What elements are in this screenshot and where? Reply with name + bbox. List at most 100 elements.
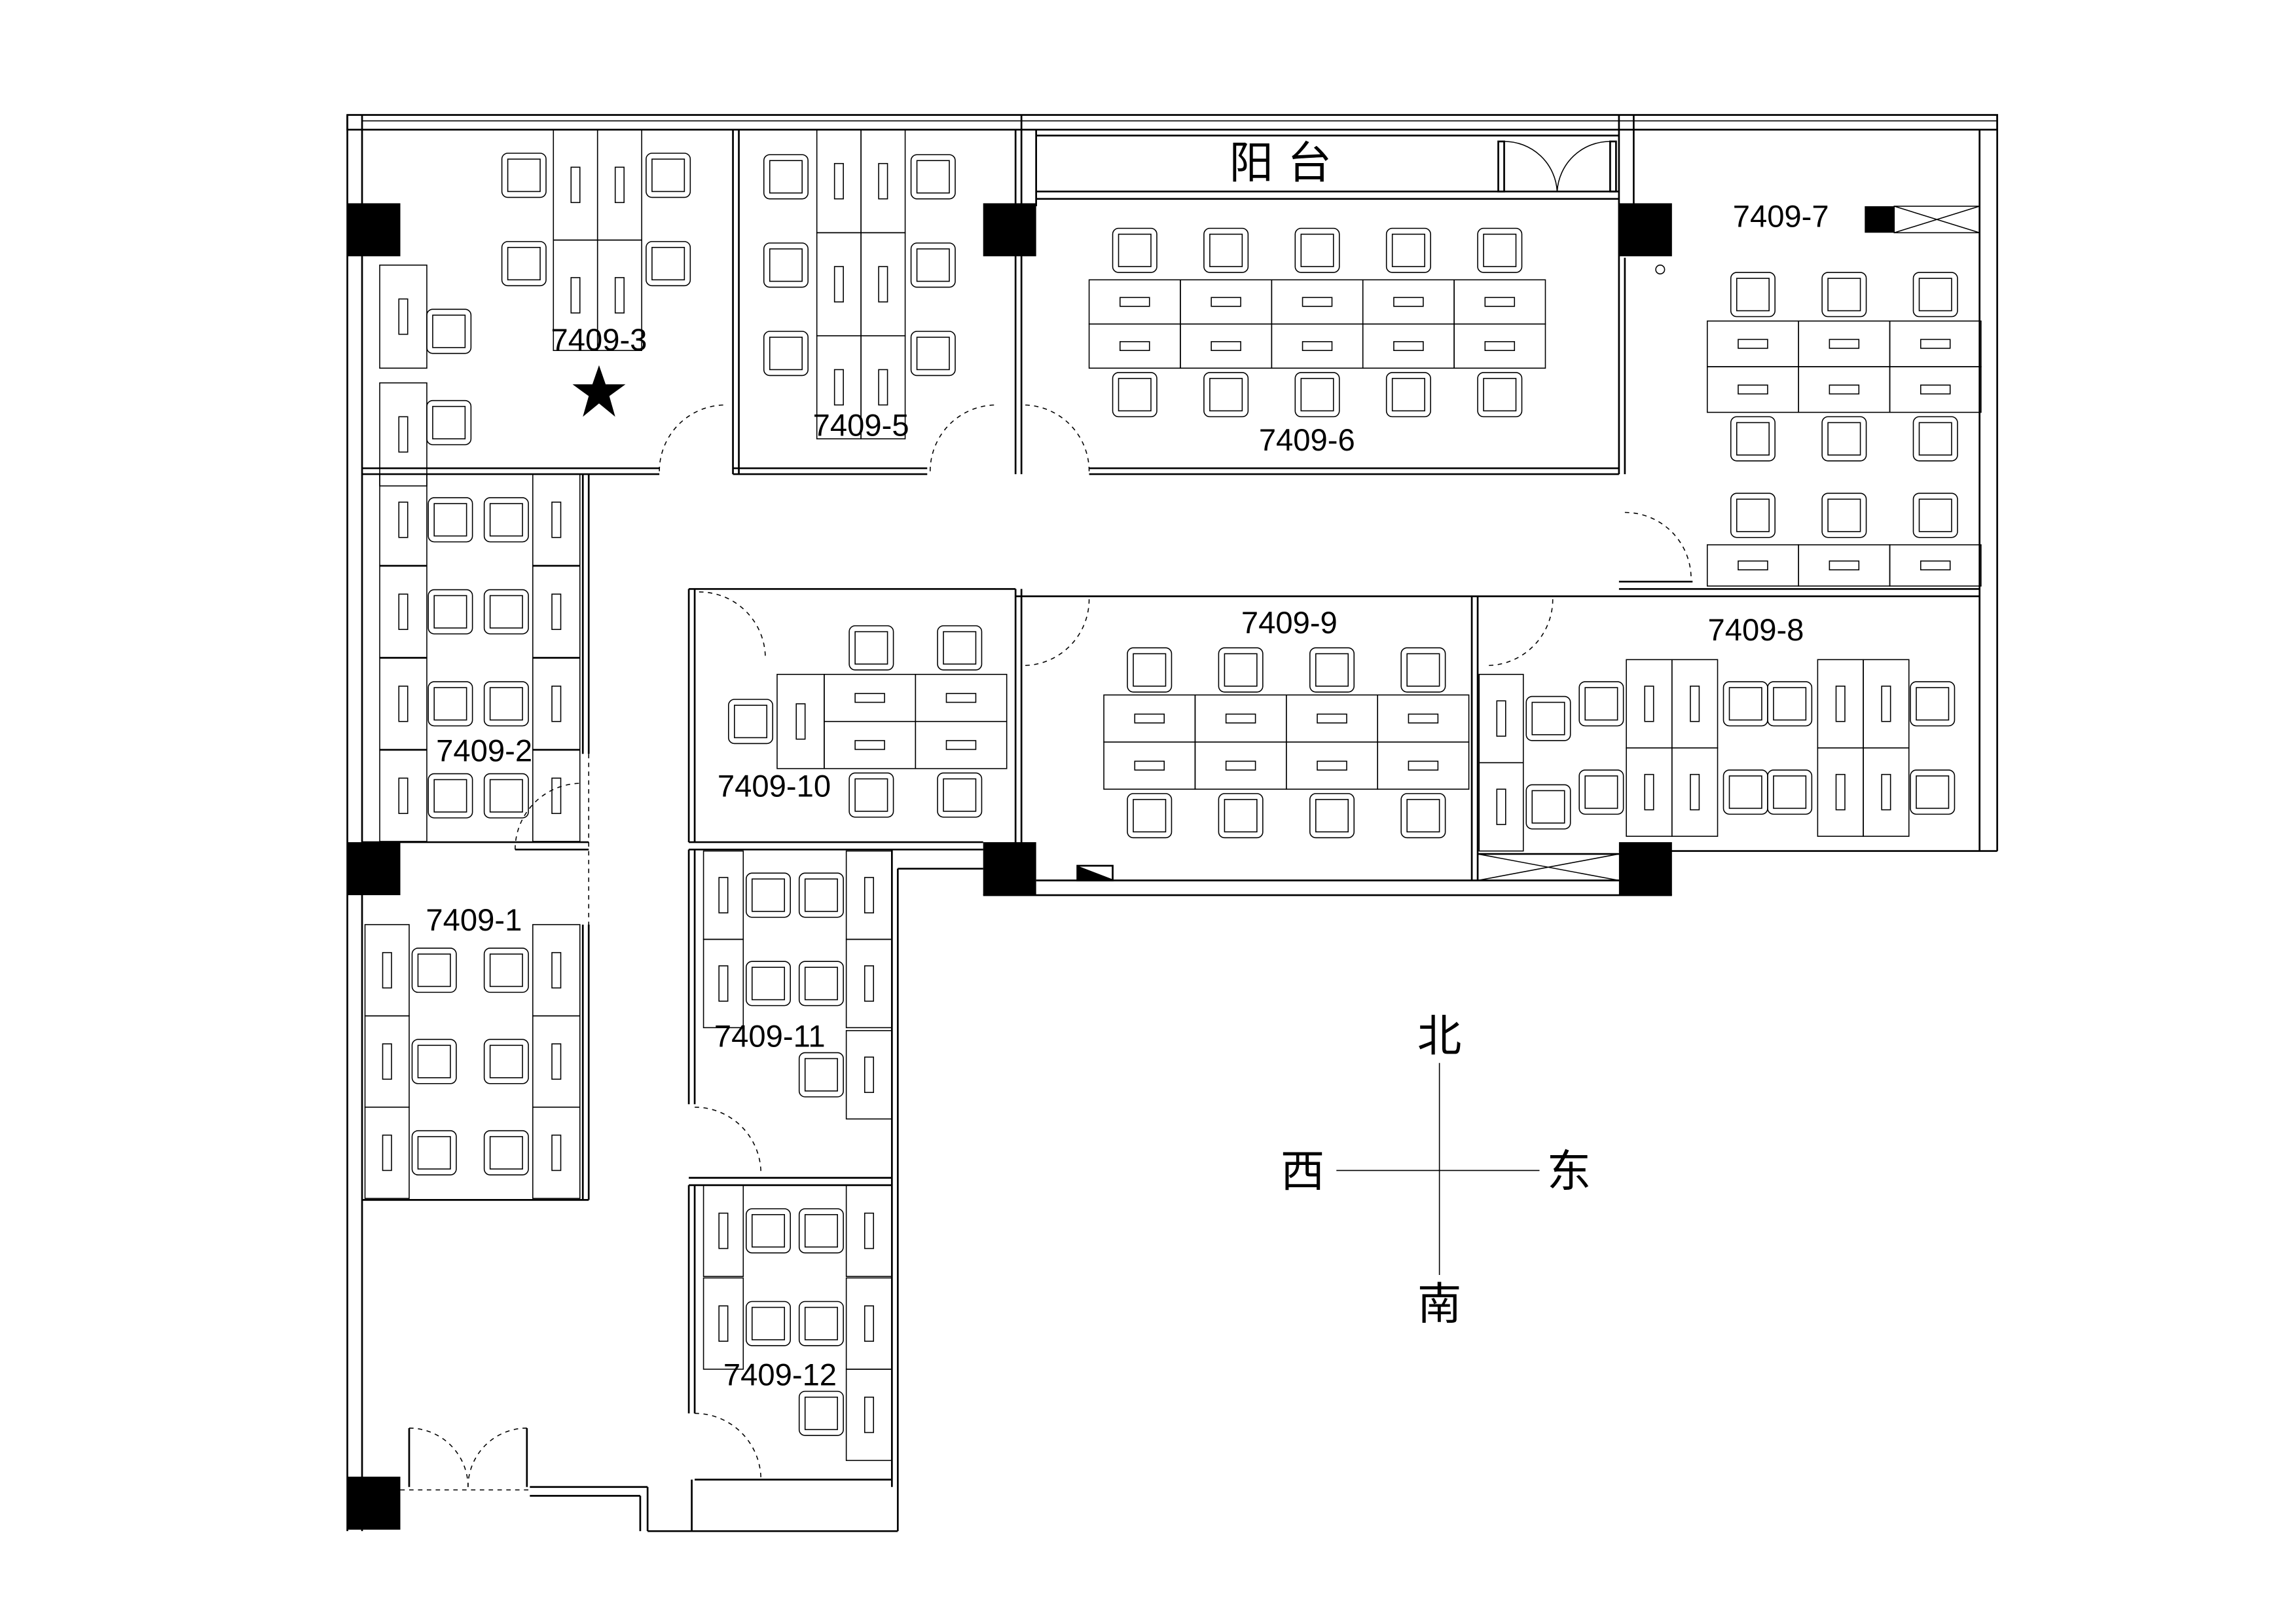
- chair-seat: [910, 331, 956, 377]
- chair-seat: [1477, 227, 1523, 273]
- monitor: [1829, 384, 1860, 395]
- chair: [1730, 272, 1776, 318]
- monitor: [1738, 384, 1768, 395]
- chair: [848, 772, 894, 818]
- desk: [1103, 741, 1196, 790]
- chair: [1400, 647, 1446, 693]
- chair-cushion: [432, 405, 466, 439]
- chair: [1203, 227, 1249, 273]
- desk: [860, 335, 906, 439]
- chair-seat: [1525, 784, 1571, 830]
- monitor: [1302, 297, 1333, 307]
- chair-cushion: [651, 158, 685, 193]
- chair-seat: [426, 399, 472, 445]
- chair-seat: [745, 1208, 792, 1254]
- desk: [1626, 659, 1673, 748]
- monitor: [1920, 560, 1951, 570]
- chair-cushion: [489, 779, 523, 813]
- chair-seat: [1912, 272, 1958, 318]
- room-label-7409-8: 7409-8: [1707, 613, 1804, 648]
- monitor: [1119, 341, 1150, 352]
- chair: [1730, 416, 1776, 462]
- chair-cushion: [769, 248, 803, 282]
- monitor: [945, 740, 977, 750]
- chair-cushion: [804, 878, 838, 912]
- chair-seat: [428, 681, 473, 727]
- chair-seat: [1910, 769, 1956, 815]
- chair-seat: [910, 242, 956, 288]
- chair: [1218, 647, 1264, 693]
- chair-seat: [1112, 227, 1157, 273]
- chair: [646, 241, 691, 287]
- monitor: [1496, 700, 1506, 737]
- chair-cushion: [804, 1306, 838, 1340]
- chair: [428, 681, 473, 727]
- monitor: [833, 162, 844, 200]
- chair-seat: [1112, 372, 1157, 418]
- chair-cushion: [1133, 799, 1167, 833]
- desk: [1453, 279, 1546, 325]
- monitor: [864, 1056, 875, 1094]
- desk: [1889, 366, 1982, 413]
- chair: [1821, 272, 1867, 318]
- chair-seat: [1477, 372, 1523, 418]
- desk: [1088, 323, 1181, 369]
- chair: [1112, 372, 1157, 418]
- chair: [1400, 793, 1446, 839]
- room-label-7409-5: 7409-5: [813, 409, 909, 443]
- chair-cushion: [1773, 687, 1807, 721]
- chair-cushion: [1728, 687, 1762, 721]
- chair-cushion: [1728, 775, 1762, 809]
- chair-cushion: [1118, 378, 1152, 412]
- desk: [702, 1277, 744, 1370]
- chair: [1525, 784, 1571, 830]
- monitor: [1644, 686, 1654, 722]
- desk: [532, 473, 581, 566]
- chair-seat: [1722, 769, 1768, 815]
- desk: [596, 239, 642, 352]
- chair-cushion: [1406, 799, 1440, 833]
- chair: [763, 331, 809, 377]
- monitor: [1225, 760, 1256, 771]
- chair: [1477, 227, 1523, 273]
- chair-seat: [763, 242, 809, 288]
- desk: [845, 1277, 893, 1370]
- desk: [379, 657, 428, 750]
- chair-cushion: [1531, 701, 1565, 735]
- desk: [845, 938, 893, 1029]
- desk: [845, 1369, 893, 1462]
- chair-cushion: [1531, 790, 1565, 824]
- chair-cushion: [916, 337, 950, 371]
- chair-seat: [1912, 492, 1958, 538]
- chair-cushion: [1406, 653, 1440, 687]
- chair-seat: [937, 772, 983, 818]
- monitor: [382, 951, 392, 989]
- desk: [1088, 279, 1181, 325]
- chair-seat: [1294, 227, 1340, 273]
- desk: [860, 129, 906, 234]
- chair: [848, 625, 894, 671]
- chair: [1912, 416, 1958, 462]
- chair-seat: [1127, 647, 1173, 693]
- desk: [532, 657, 581, 750]
- chair-cushion: [1300, 378, 1334, 412]
- chair-seat: [798, 872, 844, 918]
- monitor: [833, 369, 844, 406]
- chair-seat: [1218, 647, 1264, 693]
- chair-cushion: [1224, 799, 1258, 833]
- chair: [745, 1208, 792, 1254]
- desk: [1377, 694, 1470, 743]
- desk: [1798, 544, 1891, 587]
- chair: [937, 772, 983, 818]
- chair-seat: [483, 681, 529, 727]
- chair-seat: [646, 153, 691, 198]
- chair-cushion: [1209, 378, 1243, 412]
- room-label-7409-10: 7409-10: [718, 769, 831, 803]
- chair: [1127, 647, 1173, 693]
- desk: [816, 129, 862, 234]
- chair-cushion: [854, 778, 888, 812]
- chair-seat: [1578, 769, 1624, 815]
- room-label-7409-2: 7409-2: [436, 733, 532, 768]
- chair-seat: [411, 948, 457, 993]
- monitor: [718, 877, 729, 913]
